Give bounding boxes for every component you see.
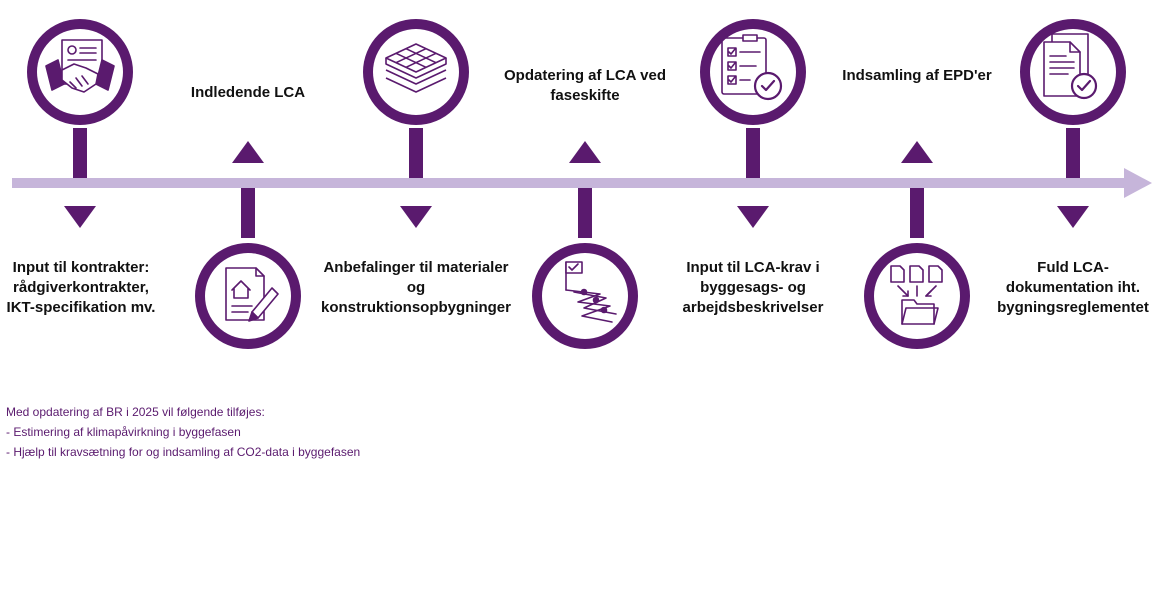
house-document-pen-icon [225,267,279,322]
step-1-label: Input til kontrakter: rådgiverkontrakter… [6,259,156,316]
material-layers-icon [385,43,447,93]
milestone-path-icon [565,261,617,323]
step-4-label: Opdatering af LCA ved faseskifte [504,67,666,104]
step-4-pointer [569,141,601,163]
timeline-arrowhead [1124,168,1152,198]
step-7-pointer [1057,206,1089,228]
step-5-pin [700,19,806,178]
step-5-pointer [737,206,769,228]
step-4-pin [532,188,638,349]
step-6-pointer [901,141,933,163]
timeline-line [12,178,1130,188]
step-5-label: Input til LCA-krav i byggesags- og arbej… [682,259,824,316]
step-2-label: Indledende LCA [190,84,306,101]
note-heading: Med opdatering af BR i 2025 vil følgende… [6,405,265,419]
step-3-pointer [400,206,432,228]
step-7-label: Fuld LCA- dokumentation iht. bygningsreg… [997,259,1149,316]
documents-to-folder-icon [890,265,943,325]
step-1-pointer [64,206,96,228]
step-6-label: Indsamling af EPD'er [842,67,992,84]
br2025-note: Med opdatering af BR i 2025 vil følgende… [6,402,360,462]
note-item-1: - Estimering af klimapåvirkning i byggef… [6,425,241,439]
handshake-contract-icon [45,39,115,93]
step-3-label: Anbefalinger til materialer og konstrukt… [320,259,511,316]
step-6-pin [864,188,970,349]
step-2-pointer [232,141,264,163]
checklist-approved-icon [721,34,783,101]
note-item-2: - Hjælp til kravsætning for og indsamlin… [6,445,361,459]
step-3-pin [363,19,469,178]
document-approved-icon [1043,33,1098,100]
